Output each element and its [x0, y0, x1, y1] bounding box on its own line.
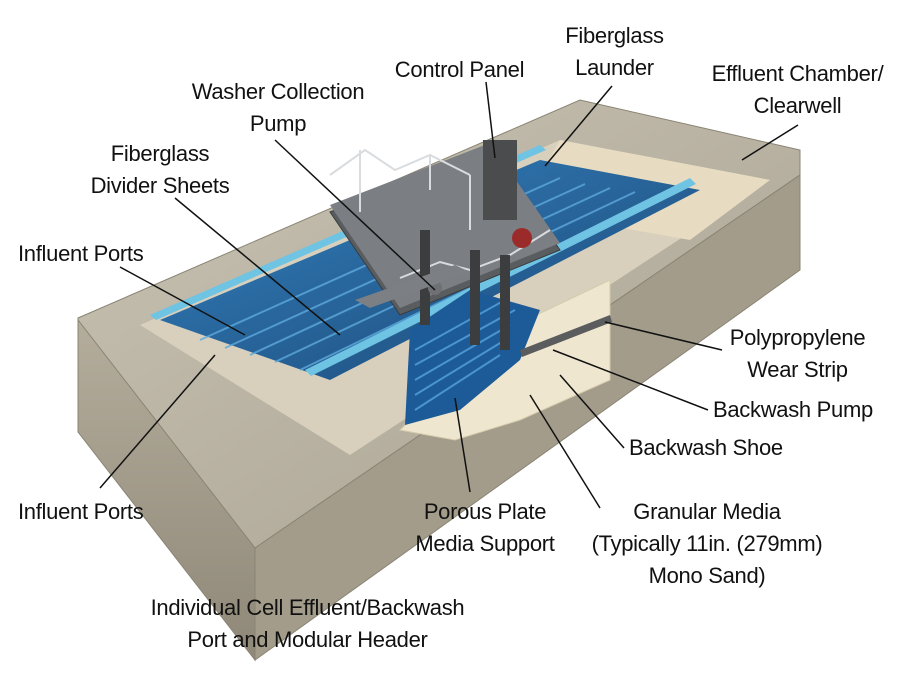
cutaway — [398, 279, 612, 441]
backwash-shoe-shape — [355, 265, 470, 308]
label-influent-ports-top: Influent Ports — [18, 241, 144, 266]
label-polypropylene-wear-strip: Polypropylene Wear Strip — [729, 325, 866, 382]
label-backwash-shoe: Backwash Shoe — [629, 435, 783, 460]
leader-porous-plate — [454, 397, 471, 493]
control-panel-box — [483, 140, 517, 220]
label-backwash-pump: Backwash Pump — [713, 397, 873, 422]
label-granular-media: Granular Media (Typically 11in. (279mm) … — [591, 499, 823, 588]
label-fiberglass-divider-sheets: Fiberglass Divider Sheets — [90, 141, 230, 198]
label-influent-ports-bottom: Influent Ports — [18, 499, 144, 524]
leader-lines — [99, 81, 799, 509]
label-effluent-chamber: Effluent Chamber/ Clearwell — [711, 61, 884, 118]
leader-fiberglass-launder — [544, 85, 613, 167]
leader-divider-sheets — [174, 197, 341, 336]
leader-effluent-chamber — [741, 124, 799, 161]
porous-plate-ribs — [414, 299, 516, 411]
label-individual-cell-effluent: Individual Cell Effluent/Backwash Port a… — [150, 595, 465, 652]
leader-wear-strip — [604, 321, 723, 351]
label-washer-collection-pump: Washer Collection Pump — [191, 79, 365, 136]
leader-backwash-shoe — [559, 374, 625, 449]
backwash-pump-shape — [512, 228, 532, 248]
support-leg-3 — [500, 255, 510, 350]
label-control-panel: Control Panel — [394, 57, 525, 82]
traveling-bridge — [329, 140, 561, 350]
leader-influent-top — [119, 266, 246, 336]
leader-granular-media — [529, 394, 601, 509]
label-porous-plate-media-support: Porous Plate Media Support — [415, 499, 555, 556]
leader-backwash-pump — [552, 349, 709, 411]
basin-right-wall — [254, 174, 801, 661]
leader-control-panel — [485, 81, 496, 159]
wear-strip — [520, 315, 612, 357]
support-leg-2 — [470, 250, 480, 345]
label-fiberglass-launder: Fiberglass Launder — [565, 23, 664, 80]
leader-washer-pump — [274, 139, 436, 291]
leader-influent-bottom — [99, 354, 216, 489]
